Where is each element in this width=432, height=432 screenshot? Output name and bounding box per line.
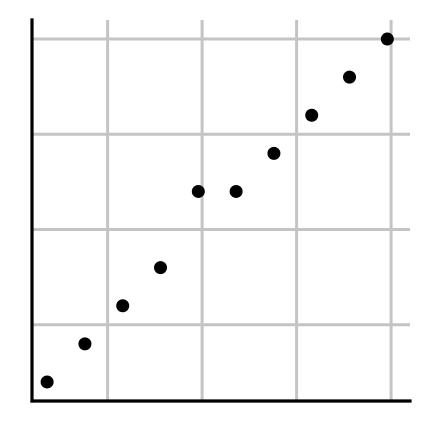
data-point bbox=[267, 146, 281, 160]
data-point bbox=[343, 70, 357, 84]
data-point bbox=[191, 184, 205, 198]
grid-lines bbox=[32, 20, 410, 401]
data-point bbox=[380, 32, 394, 46]
data-point bbox=[116, 299, 130, 313]
data-point bbox=[78, 337, 92, 351]
data-points bbox=[40, 32, 394, 389]
axes bbox=[30, 18, 412, 403]
data-point bbox=[154, 261, 168, 275]
data-point bbox=[305, 108, 319, 122]
data-point bbox=[40, 375, 54, 389]
data-point bbox=[229, 184, 243, 198]
